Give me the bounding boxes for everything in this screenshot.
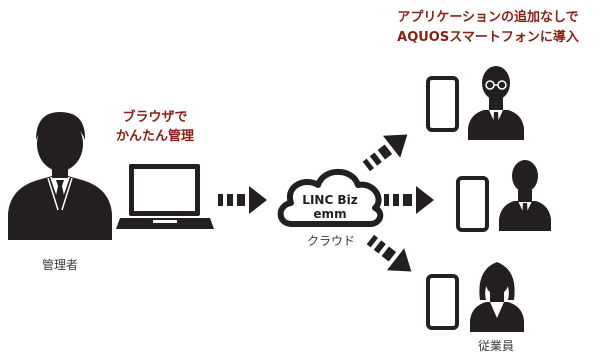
top-caption-line2: AQUOSスマートフォンに導入 <box>397 29 579 45</box>
cloud-icon <box>277 168 384 227</box>
cloud-caption-line2: emm <box>313 207 346 221</box>
browser-caption-line1: ブラウザで <box>122 109 187 125</box>
dashed-arrow-right <box>384 186 434 214</box>
employees-label: 従業員 <box>478 339 514 353</box>
dashed-arrow-up-right <box>362 134 408 172</box>
smartphone-icon <box>456 176 489 232</box>
smartphone-icon <box>426 76 459 132</box>
smartphone-icon <box>426 274 459 330</box>
dashed-arrow-down-right <box>366 234 412 272</box>
cloud-label: クラウド <box>307 234 355 248</box>
browser-caption-line2: かんたん管理 <box>116 128 194 144</box>
administrator-person-icon <box>8 112 112 240</box>
admin-label: 管理者 <box>42 257 78 272</box>
laptop-icon <box>116 164 214 229</box>
employee-female-person-icon <box>470 262 524 332</box>
dashed-arrow-to-cloud <box>218 186 267 214</box>
cloud-caption-line1: LINC Biz <box>302 193 357 207</box>
top-caption-line1: アプリケーションの追加なしで <box>397 9 578 25</box>
employee-glasses-person-icon <box>468 66 524 140</box>
employee-person-icon <box>499 160 551 231</box>
